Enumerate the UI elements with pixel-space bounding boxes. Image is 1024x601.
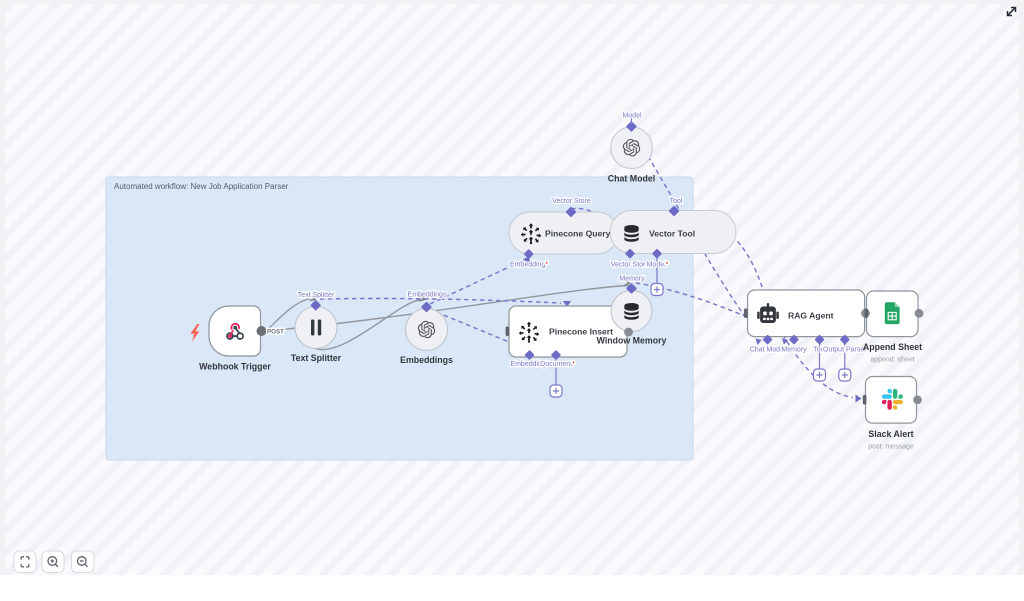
svg-text:RAG Agent: RAG Agent: [788, 311, 834, 321]
svg-text:Vector Tool: Vector Tool: [649, 229, 695, 239]
svg-text:Automated workflow: New Job Ap: Automated workflow: New Job Application …: [114, 182, 289, 191]
svg-text:Append Sheet: Append Sheet: [863, 342, 922, 352]
svg-text:Tool: Tool: [813, 347, 826, 354]
svg-text:Model: Model: [622, 113, 642, 120]
svg-text:Embedding*: Embedding*: [510, 361, 548, 368]
svg-text:Webhook Trigger: Webhook Trigger: [199, 362, 271, 372]
svg-text:POST: POST: [267, 329, 284, 336]
svg-text:Pinecone Query: Pinecone Query: [545, 229, 611, 239]
svg-text:Memory: Memory: [781, 347, 807, 354]
svg-text:Tool: Tool: [670, 198, 683, 205]
svg-text:Model*: Model*: [647, 262, 669, 269]
svg-text:Vector Store: Vector Store: [552, 198, 591, 205]
svg-text:Chat Model: Chat Model: [608, 174, 655, 184]
svg-text:Pinecone Insert: Pinecone Insert: [549, 327, 613, 337]
svg-text:post: message: post: message: [868, 444, 914, 451]
svg-text:Output Parser: Output Parser: [823, 347, 867, 354]
svg-text:Embedding*: Embedding*: [510, 262, 548, 269]
svg-text:Slack Alert: Slack Alert: [868, 429, 913, 439]
svg-text:Embeddings: Embeddings: [400, 355, 453, 365]
svg-text:Text Splitter: Text Splitter: [298, 292, 335, 299]
svg-text:Memory: Memory: [619, 276, 645, 283]
svg-text:Window Memory: Window Memory: [597, 336, 667, 346]
svg-text:Chat Model: Chat Model: [750, 347, 786, 354]
svg-text:Vector Store: Vector Store: [611, 262, 650, 269]
svg-text:Text Splitter: Text Splitter: [291, 353, 342, 363]
svg-text:Document*: Document*: [540, 361, 575, 368]
svg-text:append: sheet: append: sheet: [870, 357, 914, 364]
svg-text:Embeddings: Embeddings: [408, 292, 447, 299]
